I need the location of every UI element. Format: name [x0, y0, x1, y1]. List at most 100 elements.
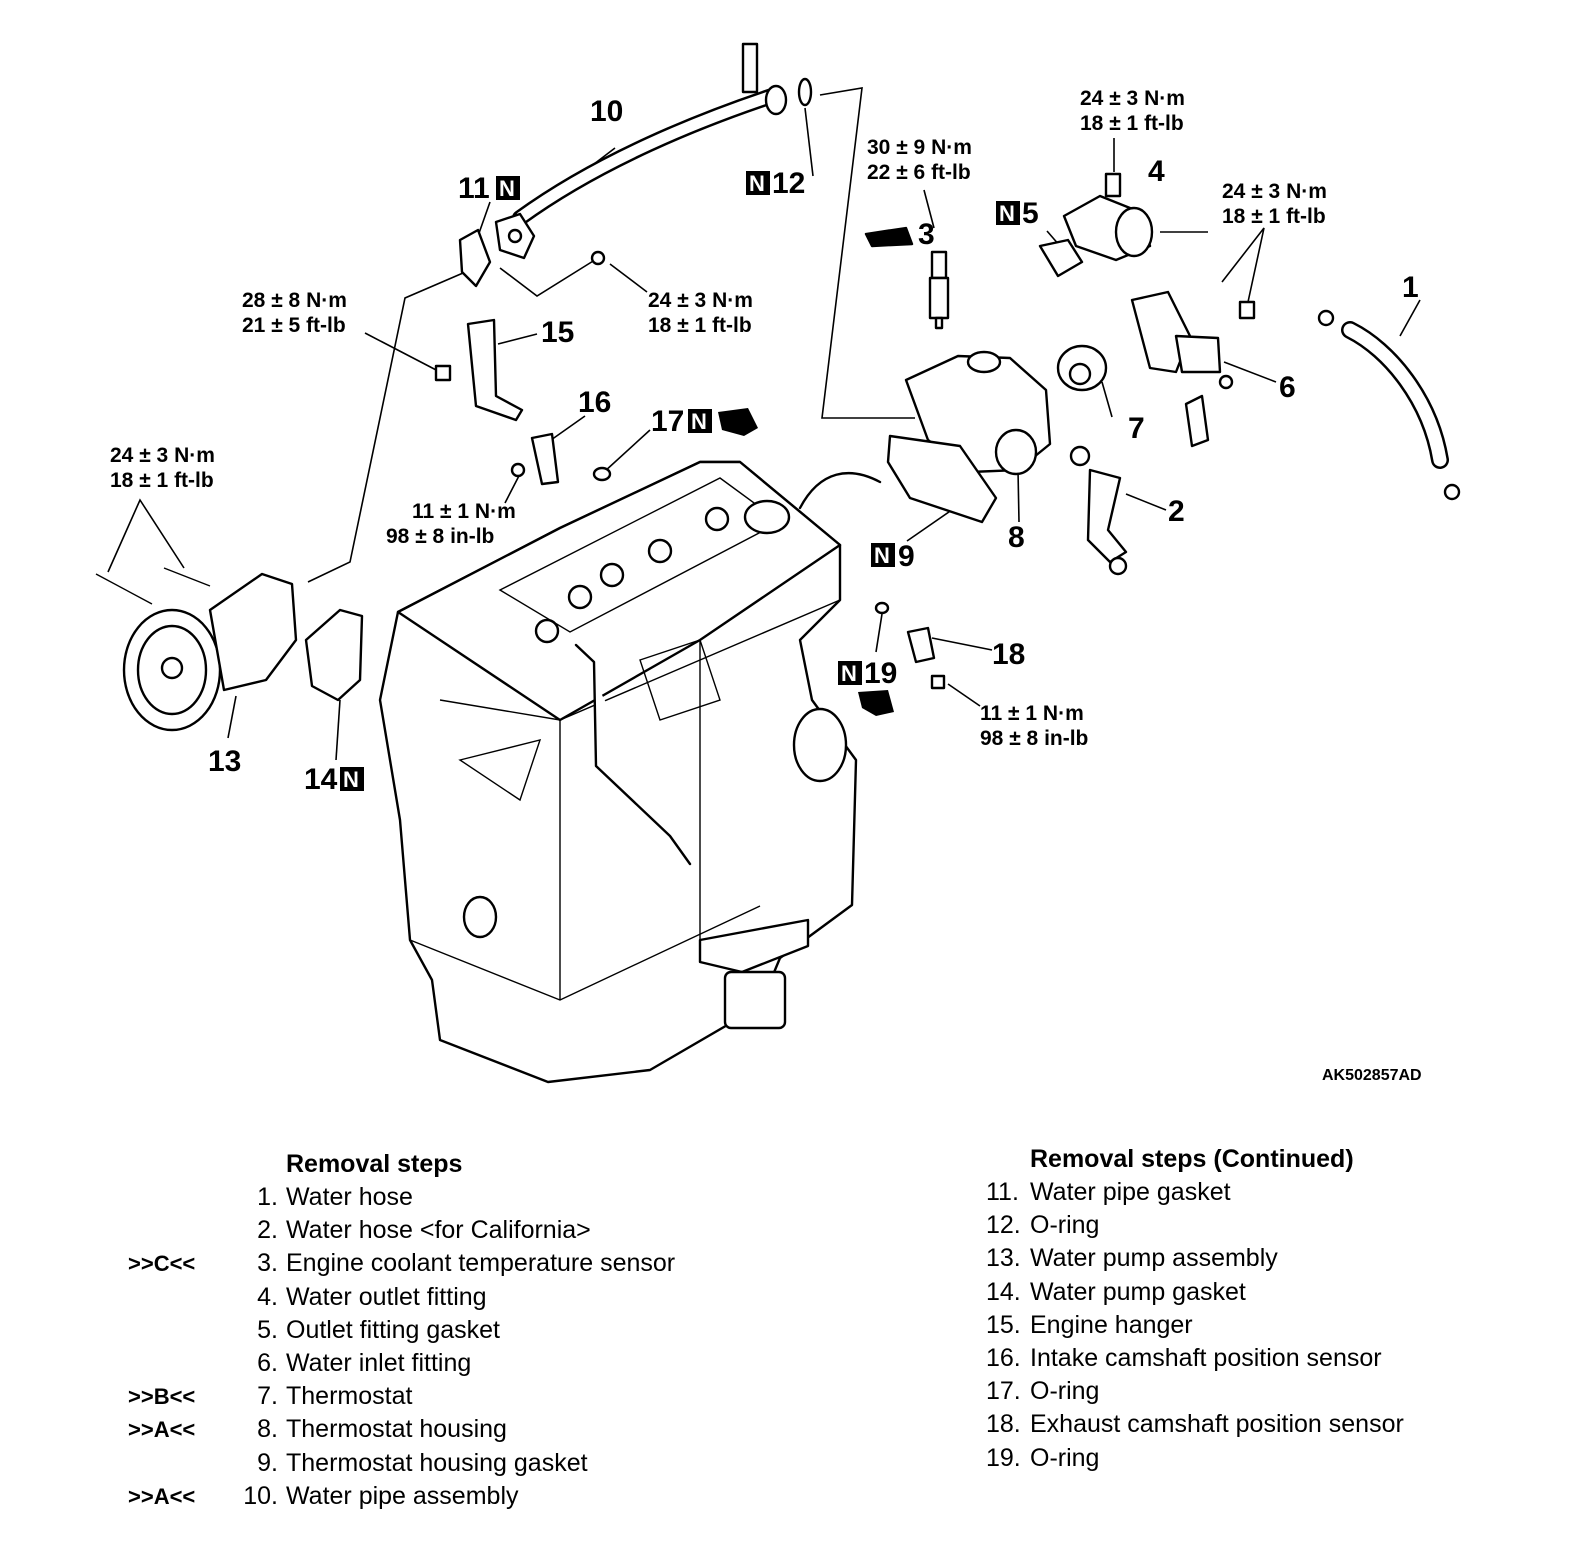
callout-18: 18	[992, 638, 1025, 671]
engine-hanger	[466, 318, 524, 422]
callout-19: 19	[864, 657, 897, 690]
list-item: 18.Exhaust camshaft position sensor	[986, 1410, 1404, 1439]
list-item: 13.Water pump assembly	[986, 1244, 1278, 1273]
callout-15: 15	[541, 316, 574, 349]
water-hose-california	[1086, 468, 1128, 564]
water-pump-assembly	[95, 567, 298, 732]
callout-4: 4	[1148, 155, 1165, 188]
list-item: 16.Intake camshaft position sensor	[986, 1344, 1382, 1373]
engine-coolant-temperature-sensor	[928, 250, 950, 330]
n-marker-9: N	[871, 543, 895, 568]
svg-text:N: N	[749, 171, 765, 196]
water-pump-gasket	[304, 608, 364, 702]
torque-4-nm: 24 ± 3 N·m	[1080, 87, 1185, 110]
n-marker-19: N	[838, 661, 862, 686]
list-item: 4.Water outlet fitting	[257, 1282, 487, 1311]
torque-10-ft: 18 ± 1 ft-lb	[648, 314, 752, 337]
torque-3-ft: 22 ± 6 ft-lb	[867, 161, 971, 184]
outlet-fitting-gasket	[1038, 238, 1084, 278]
callout-14: 14	[304, 763, 338, 796]
torque-13-nm: 24 ± 3 N·m	[110, 444, 215, 467]
torque-6-nm: 24 ± 3 N·m	[1222, 180, 1327, 203]
engine-block	[378, 460, 882, 1084]
svg-text:N: N	[841, 661, 857, 686]
callout-16: 16	[578, 386, 611, 419]
svg-text:N: N	[999, 201, 1015, 226]
thermostat	[1056, 344, 1108, 392]
list-item: 14.Water pump gasket	[986, 1277, 1246, 1306]
bolt-15	[434, 364, 452, 382]
list-item: 1.Water hose	[257, 1183, 413, 1211]
bolt-18	[930, 674, 946, 690]
torque-15-nm: 28 ± 8 N·m	[242, 289, 347, 312]
callout-1: 1	[1402, 271, 1419, 304]
exhaust-camshaft-position-sensor	[906, 626, 936, 664]
removal-steps-continued-title: Removal steps (Continued)	[1030, 1145, 1354, 1173]
torque-16-ft: 98 ± 8 in-lb	[386, 525, 494, 548]
callout-5: 5	[1022, 197, 1039, 230]
leader-lines	[107, 87, 1421, 761]
bolt-16	[510, 462, 526, 478]
hose-clamp-1b	[1443, 483, 1461, 501]
callout-7: 7	[1128, 412, 1145, 445]
callout-11: 11	[458, 172, 490, 205]
intake-camshaft-position-sensor	[530, 432, 560, 486]
torque-3-nm: 30 ± 9 N·m	[867, 136, 972, 159]
water-outlet-fitting	[1062, 172, 1154, 262]
list-item: >>B<<7.Thermostat	[128, 1382, 413, 1411]
water-inlet-fitting	[1130, 231, 1256, 448]
callout-17: 17	[651, 405, 684, 438]
list-item: 11.Water pipe gasket	[986, 1178, 1231, 1206]
torque-16-nm: 11 ± 1 N·m	[412, 500, 516, 523]
list-item: >>A<<10.Water pipe assembly	[128, 1481, 519, 1510]
svg-text:N: N	[343, 767, 359, 792]
o-ring-12	[797, 77, 813, 107]
sealant-tube-3	[864, 226, 914, 248]
list-item: 17.O-ring	[986, 1377, 1100, 1406]
n-markers: N N N N N N N	[340, 171, 1020, 792]
callout-12: 12	[772, 167, 805, 200]
n-marker-12: N	[746, 171, 770, 196]
torque-specs: 24 ± 3 N·m 18 ± 1 ft-lb 30 ± 9 N·m 22 ± …	[110, 87, 1327, 750]
list-item: >>C<<3.Engine coolant temperature sensor	[128, 1249, 676, 1278]
water-pipe-gasket	[458, 228, 492, 288]
hose-clamp-2a	[1069, 445, 1091, 467]
oil-can-icon-17	[718, 408, 758, 436]
n-marker-11: N	[496, 176, 520, 201]
o-ring-17	[592, 466, 612, 482]
torque-18-ft: 98 ± 8 in-lb	[980, 727, 1088, 750]
water-pipe-assembly	[494, 42, 788, 260]
n-marker-14: N	[340, 767, 364, 792]
callout-3: 3	[918, 218, 935, 251]
callout-13: 13	[208, 745, 241, 778]
callout-9: 9	[898, 540, 915, 573]
torque-18-nm: 11 ± 1 N·m	[980, 702, 1084, 725]
torque-15-ft: 21 ± 5 ft-lb	[242, 314, 346, 337]
list-item: 19.O-ring	[986, 1443, 1100, 1472]
n-marker-17: N	[688, 409, 712, 434]
list-item: >>A<<8.Thermostat housing	[128, 1415, 507, 1444]
list-item: 5.Outlet fitting gasket	[257, 1315, 501, 1344]
list-item: 12.O-ring	[986, 1211, 1100, 1240]
callout-6: 6	[1279, 371, 1296, 404]
oil-can-icon-19	[858, 690, 894, 716]
removal-steps: Removal steps 1.Water hose 2.Water hose …	[128, 1148, 675, 1513]
water-hose	[1341, 321, 1449, 469]
torque-13-ft: 18 ± 1 ft-lb	[110, 469, 214, 492]
callout-8: 8	[1008, 521, 1025, 554]
hose-clamp-2b	[1108, 556, 1128, 576]
bolt-10	[590, 250, 606, 266]
svg-text:N: N	[691, 409, 707, 434]
removal-steps-continued: Removal steps (Continued) 11.Water pipe …	[986, 1143, 1404, 1475]
engine-exploded-diagram: 1 2 3 4 5 6 7 8 9 10 11 12 13 14 15 16 1…	[95, 42, 1461, 1084]
thermostat-housing-gasket	[886, 434, 998, 524]
o-ring-19	[874, 601, 890, 615]
removal-steps-title: Removal steps	[286, 1150, 463, 1178]
list-item: 2.Water hose <for California>	[257, 1216, 591, 1245]
torque-6-ft: 18 ± 1 ft-lb	[1222, 205, 1326, 228]
hose-clamp-1a	[1317, 309, 1335, 327]
figure-id: AK502857AD	[1322, 1067, 1422, 1084]
svg-text:N: N	[499, 176, 515, 201]
torque-4-ft: 18 ± 1 ft-lb	[1080, 112, 1184, 135]
callout-10: 10	[590, 95, 623, 128]
